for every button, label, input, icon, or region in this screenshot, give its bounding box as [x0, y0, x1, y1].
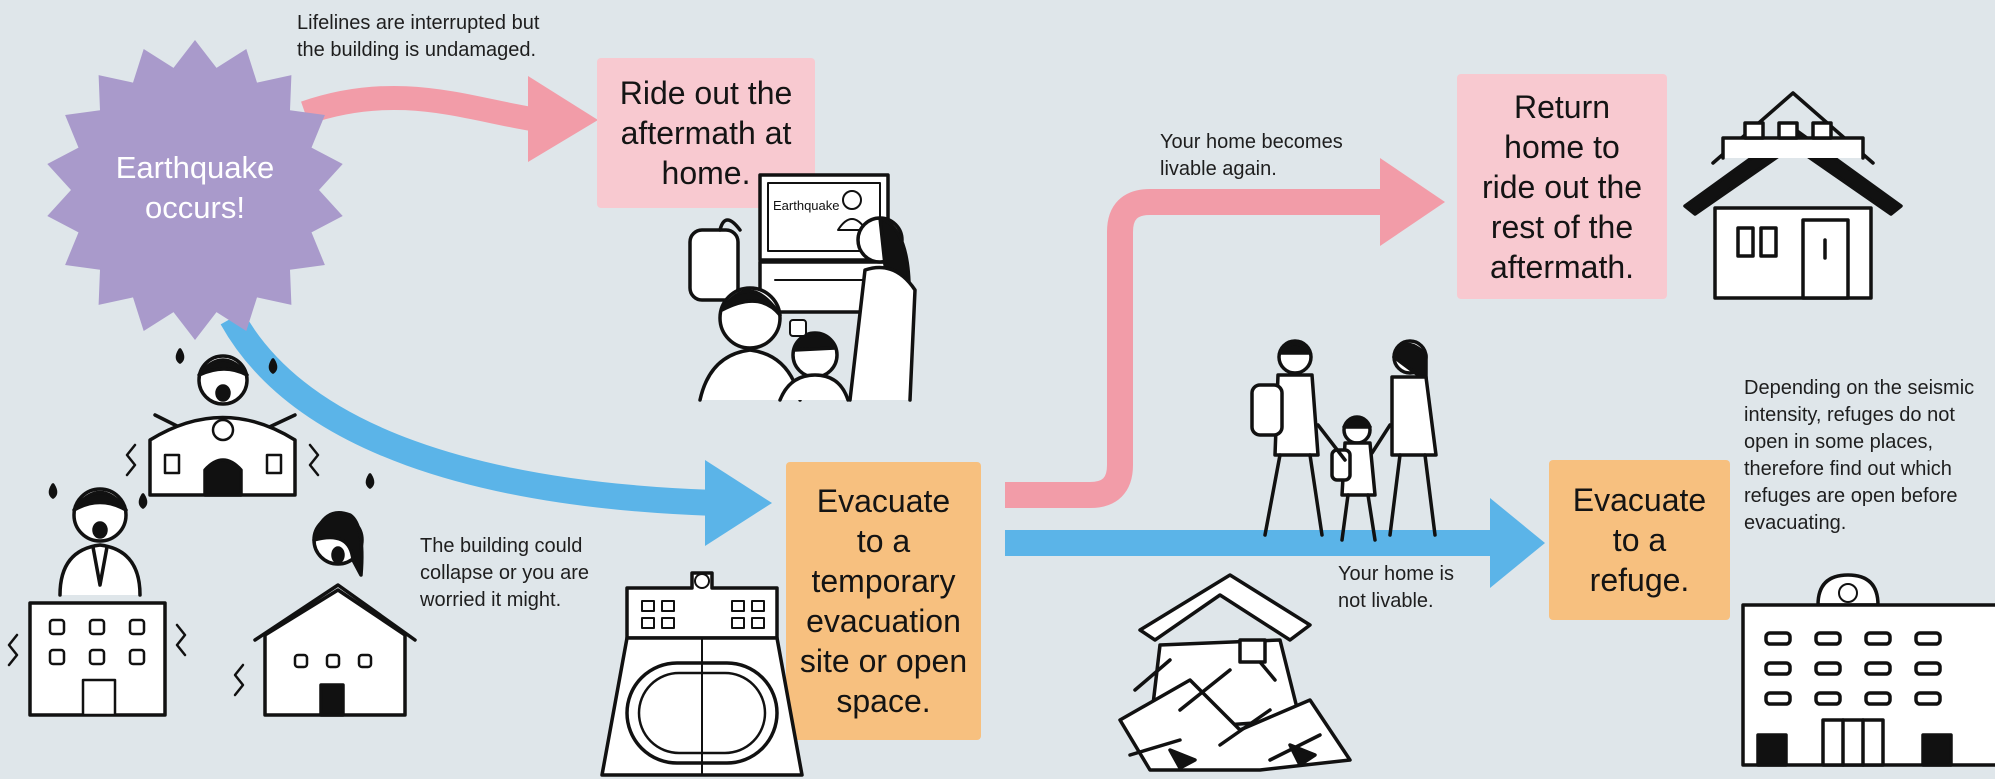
- house-icon: [1683, 88, 1903, 303]
- note-seismic: Depending on the seismic intensity, refu…: [1744, 375, 1974, 537]
- tv-caption: Earthquake: [773, 198, 840, 213]
- arrowhead-temporary: [705, 460, 772, 546]
- school-building-icon: [1738, 575, 1995, 765]
- note-collapse: The building could collapse or you are w…: [420, 533, 589, 614]
- note-livable-again: Your home becomes livable again.: [1160, 129, 1343, 183]
- arrowhead-refuge: [1490, 498, 1545, 588]
- box-return-home: Return home to ride out the rest of the …: [1457, 74, 1667, 299]
- arrowhead-ride-out: [528, 76, 598, 162]
- box-refuge: Evacuate to a refuge.: [1549, 460, 1730, 620]
- note-lifelines: Lifelines are interrupted but the buildi…: [297, 10, 539, 64]
- earthquake-label: Earthquake occurs!: [70, 148, 320, 228]
- box-temporary-site: Evacuate to a temporary evacuation site …: [786, 462, 981, 740]
- family-walking-icon: [1240, 335, 1460, 545]
- people-in-buildings-icon: [5, 345, 415, 725]
- arrowhead-return-home: [1380, 158, 1445, 246]
- collapsed-house-icon: [1110, 570, 1360, 775]
- school-stadium-icon: [597, 563, 807, 778]
